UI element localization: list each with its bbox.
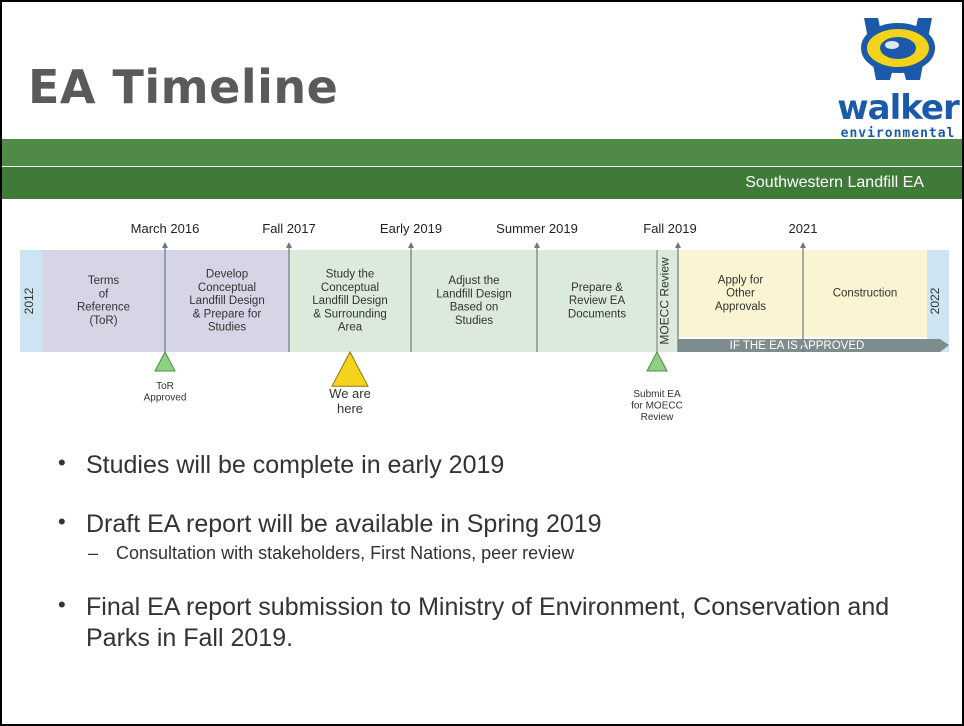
milestone-arrowhead-icon bbox=[286, 242, 292, 248]
milestone-arrowhead-icon bbox=[408, 242, 414, 248]
phase-box bbox=[289, 250, 411, 352]
phase-label-line: Other bbox=[726, 288, 755, 300]
phase-label-line: Landfill Design bbox=[436, 288, 511, 300]
marker-label-line: We are bbox=[329, 386, 371, 401]
bullet-item: • Final EA report submission to Ministry… bbox=[58, 592, 938, 653]
milestone-label: Fall 2017 bbox=[262, 221, 315, 236]
bullet-list: • Studies will be complete in early 2019… bbox=[58, 450, 938, 653]
bullet-dot-icon: • bbox=[58, 450, 66, 475]
phase-label-line: Study the bbox=[326, 269, 375, 281]
logo-subtext: environmental bbox=[840, 126, 956, 141]
bullet-text: Final EA report submission to Ministry o… bbox=[86, 593, 890, 652]
milestone-label: Summer 2019 bbox=[496, 221, 578, 236]
bullet-item: • Studies will be complete in early 2019 bbox=[58, 450, 938, 481]
phase-label-line: Conceptual bbox=[198, 282, 256, 294]
bullet-dot-icon: • bbox=[58, 592, 66, 617]
banner-text: Southwestern Landfill EA bbox=[745, 174, 924, 191]
milestone-arrowhead-icon bbox=[162, 242, 168, 248]
sub-bullet-dash-icon: – bbox=[88, 543, 99, 563]
phase-label: MOECC Review bbox=[658, 257, 672, 345]
phase-box bbox=[165, 250, 289, 352]
timeline-start-cap bbox=[20, 250, 42, 352]
phase-label-line: Conceptual bbox=[321, 282, 379, 294]
marker-label-line: Submit EA bbox=[633, 389, 681, 400]
marker-label-line: ToR bbox=[156, 381, 174, 392]
phase-label-line: Develop bbox=[206, 269, 248, 281]
phase-box bbox=[537, 250, 657, 352]
header-banner: Southwestern Landfill EA bbox=[2, 139, 962, 199]
triangle-marker-icon bbox=[154, 350, 176, 372]
triangle-marker-icon bbox=[646, 350, 668, 372]
approval-arrow bbox=[678, 339, 949, 352]
phase-box bbox=[411, 250, 537, 352]
bullet-dot-icon: • bbox=[58, 508, 66, 534]
phase-label-line: Approvals bbox=[715, 301, 766, 313]
sub-bullet-text: Consultation with stakeholders, First Na… bbox=[116, 543, 575, 563]
timeline-end-cap bbox=[927, 250, 949, 352]
milestone-label: Fall 2019 bbox=[643, 221, 696, 236]
milestone-label: March 2016 bbox=[131, 221, 200, 236]
phase-label-line: & Surrounding bbox=[313, 308, 387, 320]
triangle-marker-icon bbox=[331, 350, 369, 387]
phase-label-line: of bbox=[99, 288, 109, 300]
phase-label-line: Studies bbox=[455, 315, 494, 327]
timeline-start-year: 2012 bbox=[22, 287, 36, 314]
phase-box bbox=[42, 250, 165, 352]
phase-label-line: Adjust the bbox=[448, 275, 499, 287]
milestone-label: 2021 bbox=[789, 221, 818, 236]
phase-label-line: Documents bbox=[568, 308, 626, 320]
phase-label-line: Construction bbox=[833, 288, 898, 300]
marker-label-line: for MOECC bbox=[631, 401, 683, 412]
phase-box bbox=[803, 250, 927, 337]
marker-label-line: Review bbox=[641, 412, 675, 423]
phase-label-line: Based on bbox=[450, 302, 499, 314]
phase-label-line: Landfill Design bbox=[189, 295, 264, 307]
phase-label-line: Studies bbox=[208, 321, 247, 333]
bullet-item: • Draft EA report will be available in S… bbox=[58, 509, 938, 540]
logo-wordmark: walker bbox=[837, 88, 960, 128]
phase-label-line: Landfill Design bbox=[312, 295, 387, 307]
timeline-end-year: 2022 bbox=[928, 287, 942, 314]
phase-label: Construction bbox=[833, 288, 898, 300]
phase-label-line: Apply for bbox=[718, 274, 764, 286]
logo-mark-icon bbox=[861, 18, 935, 80]
milestone-arrowhead-icon bbox=[675, 242, 681, 248]
milestone-arrowhead-icon bbox=[534, 242, 540, 248]
walker-logo: walker environmental bbox=[834, 10, 962, 141]
marker-label-line: here bbox=[337, 401, 363, 416]
phase-label-line: Area bbox=[338, 321, 363, 333]
bullet-text: Draft EA report will be available in Spr… bbox=[86, 509, 602, 538]
phase-label-line: Review EA bbox=[569, 295, 626, 307]
page-title: EA Timeline bbox=[28, 60, 339, 114]
phase-label-line: Reference bbox=[77, 302, 130, 314]
phase-label-line: Prepare & bbox=[571, 282, 623, 294]
milestone-label: Early 2019 bbox=[380, 221, 442, 236]
phase-label-line: (ToR) bbox=[89, 315, 117, 327]
phase-box bbox=[678, 250, 803, 337]
phase-box bbox=[657, 250, 678, 352]
bullet-text: Studies will be complete in early 2019 bbox=[86, 451, 505, 479]
phase-label-line: & Prepare for bbox=[193, 308, 262, 320]
marker-label-line: Approved bbox=[144, 392, 187, 403]
sub-bullet-item: – Consultation with stakeholders, First … bbox=[58, 543, 938, 564]
phase-label-line: Terms bbox=[88, 275, 120, 287]
milestone-arrowhead-icon bbox=[800, 242, 806, 248]
approval-arrow-label: IF THE EA IS APPROVED bbox=[730, 340, 865, 352]
